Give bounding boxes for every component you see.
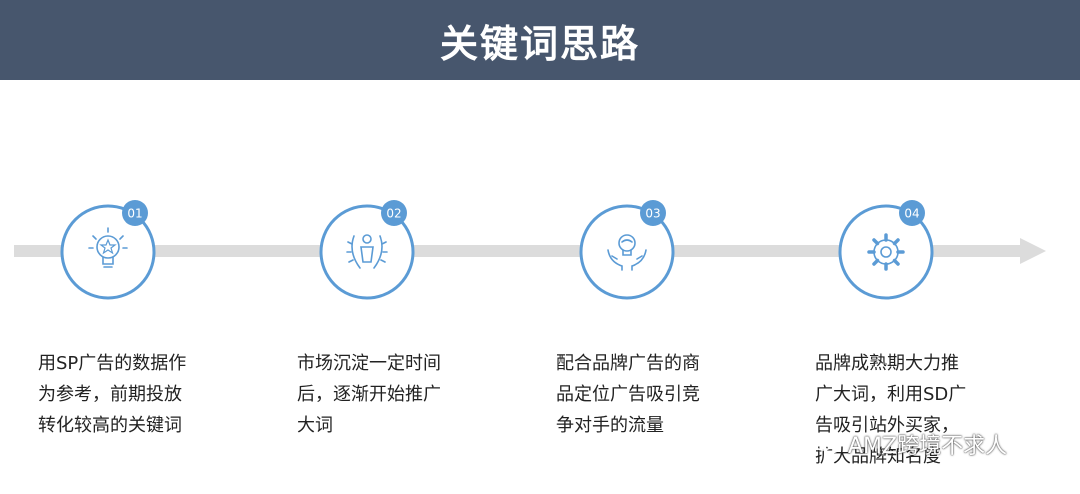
hands-bulb-icon	[607, 234, 647, 271]
header-banner: 关键词思路	[0, 0, 1080, 80]
text-line: 广大词，利用SD广	[815, 384, 967, 405]
step-number: 02	[386, 207, 401, 221]
text-line: 市场沉淀一定时间	[297, 353, 441, 374]
text-line: 扩大品牌知名度	[815, 446, 941, 467]
step-3: 03	[579, 200, 675, 300]
step-2-description: 市场沉淀一定时间 后，逐渐开始推广 大词	[297, 348, 467, 441]
text-line: 后，逐渐开始推广	[297, 384, 441, 405]
step-3-description: 配合品牌广告的商 品定位广告吸引竞 争对手的流量	[556, 348, 726, 441]
gear-icon	[867, 233, 905, 271]
laurel-person-icon	[346, 234, 388, 269]
text-line: 品牌成熟期大力推	[815, 353, 959, 374]
text-line: 大词	[297, 415, 333, 436]
text-line: 配合品牌广告的商	[556, 353, 700, 374]
step-1-description: 用SP广告的数据作 为参考，前期投放 转化较高的关键词	[38, 348, 208, 441]
watermark-text: AMZ跨境不求人	[848, 434, 1008, 459]
lightbulb-star-icon	[88, 227, 128, 268]
wechat-icon	[812, 433, 841, 454]
step-number: 03	[645, 207, 660, 221]
step-number: 04	[904, 207, 919, 221]
page-title: 关键词思路	[439, 21, 640, 66]
text-line: 争对手的流量	[556, 415, 664, 436]
text-line: 为参考，前期投放	[38, 384, 182, 405]
timeline-arrow	[14, 238, 1046, 264]
step-2: 02	[319, 200, 415, 300]
step-4-description: 品牌成熟期大力推 广大词，利用SD广 告吸引站外买家， 扩大品牌知名度	[815, 348, 985, 472]
text-line: 告吸引站外买家，	[815, 415, 959, 436]
step-1: 01	[60, 200, 156, 300]
text-line: 用SP广告的数据作	[38, 353, 187, 374]
step-4: 04	[838, 200, 934, 300]
text-line: 品定位广告吸引竞	[556, 384, 700, 405]
text-line: 转化较高的关键词	[38, 415, 182, 436]
step-number: 01	[127, 207, 142, 221]
watermark: AMZ跨境不求人	[812, 428, 1007, 460]
